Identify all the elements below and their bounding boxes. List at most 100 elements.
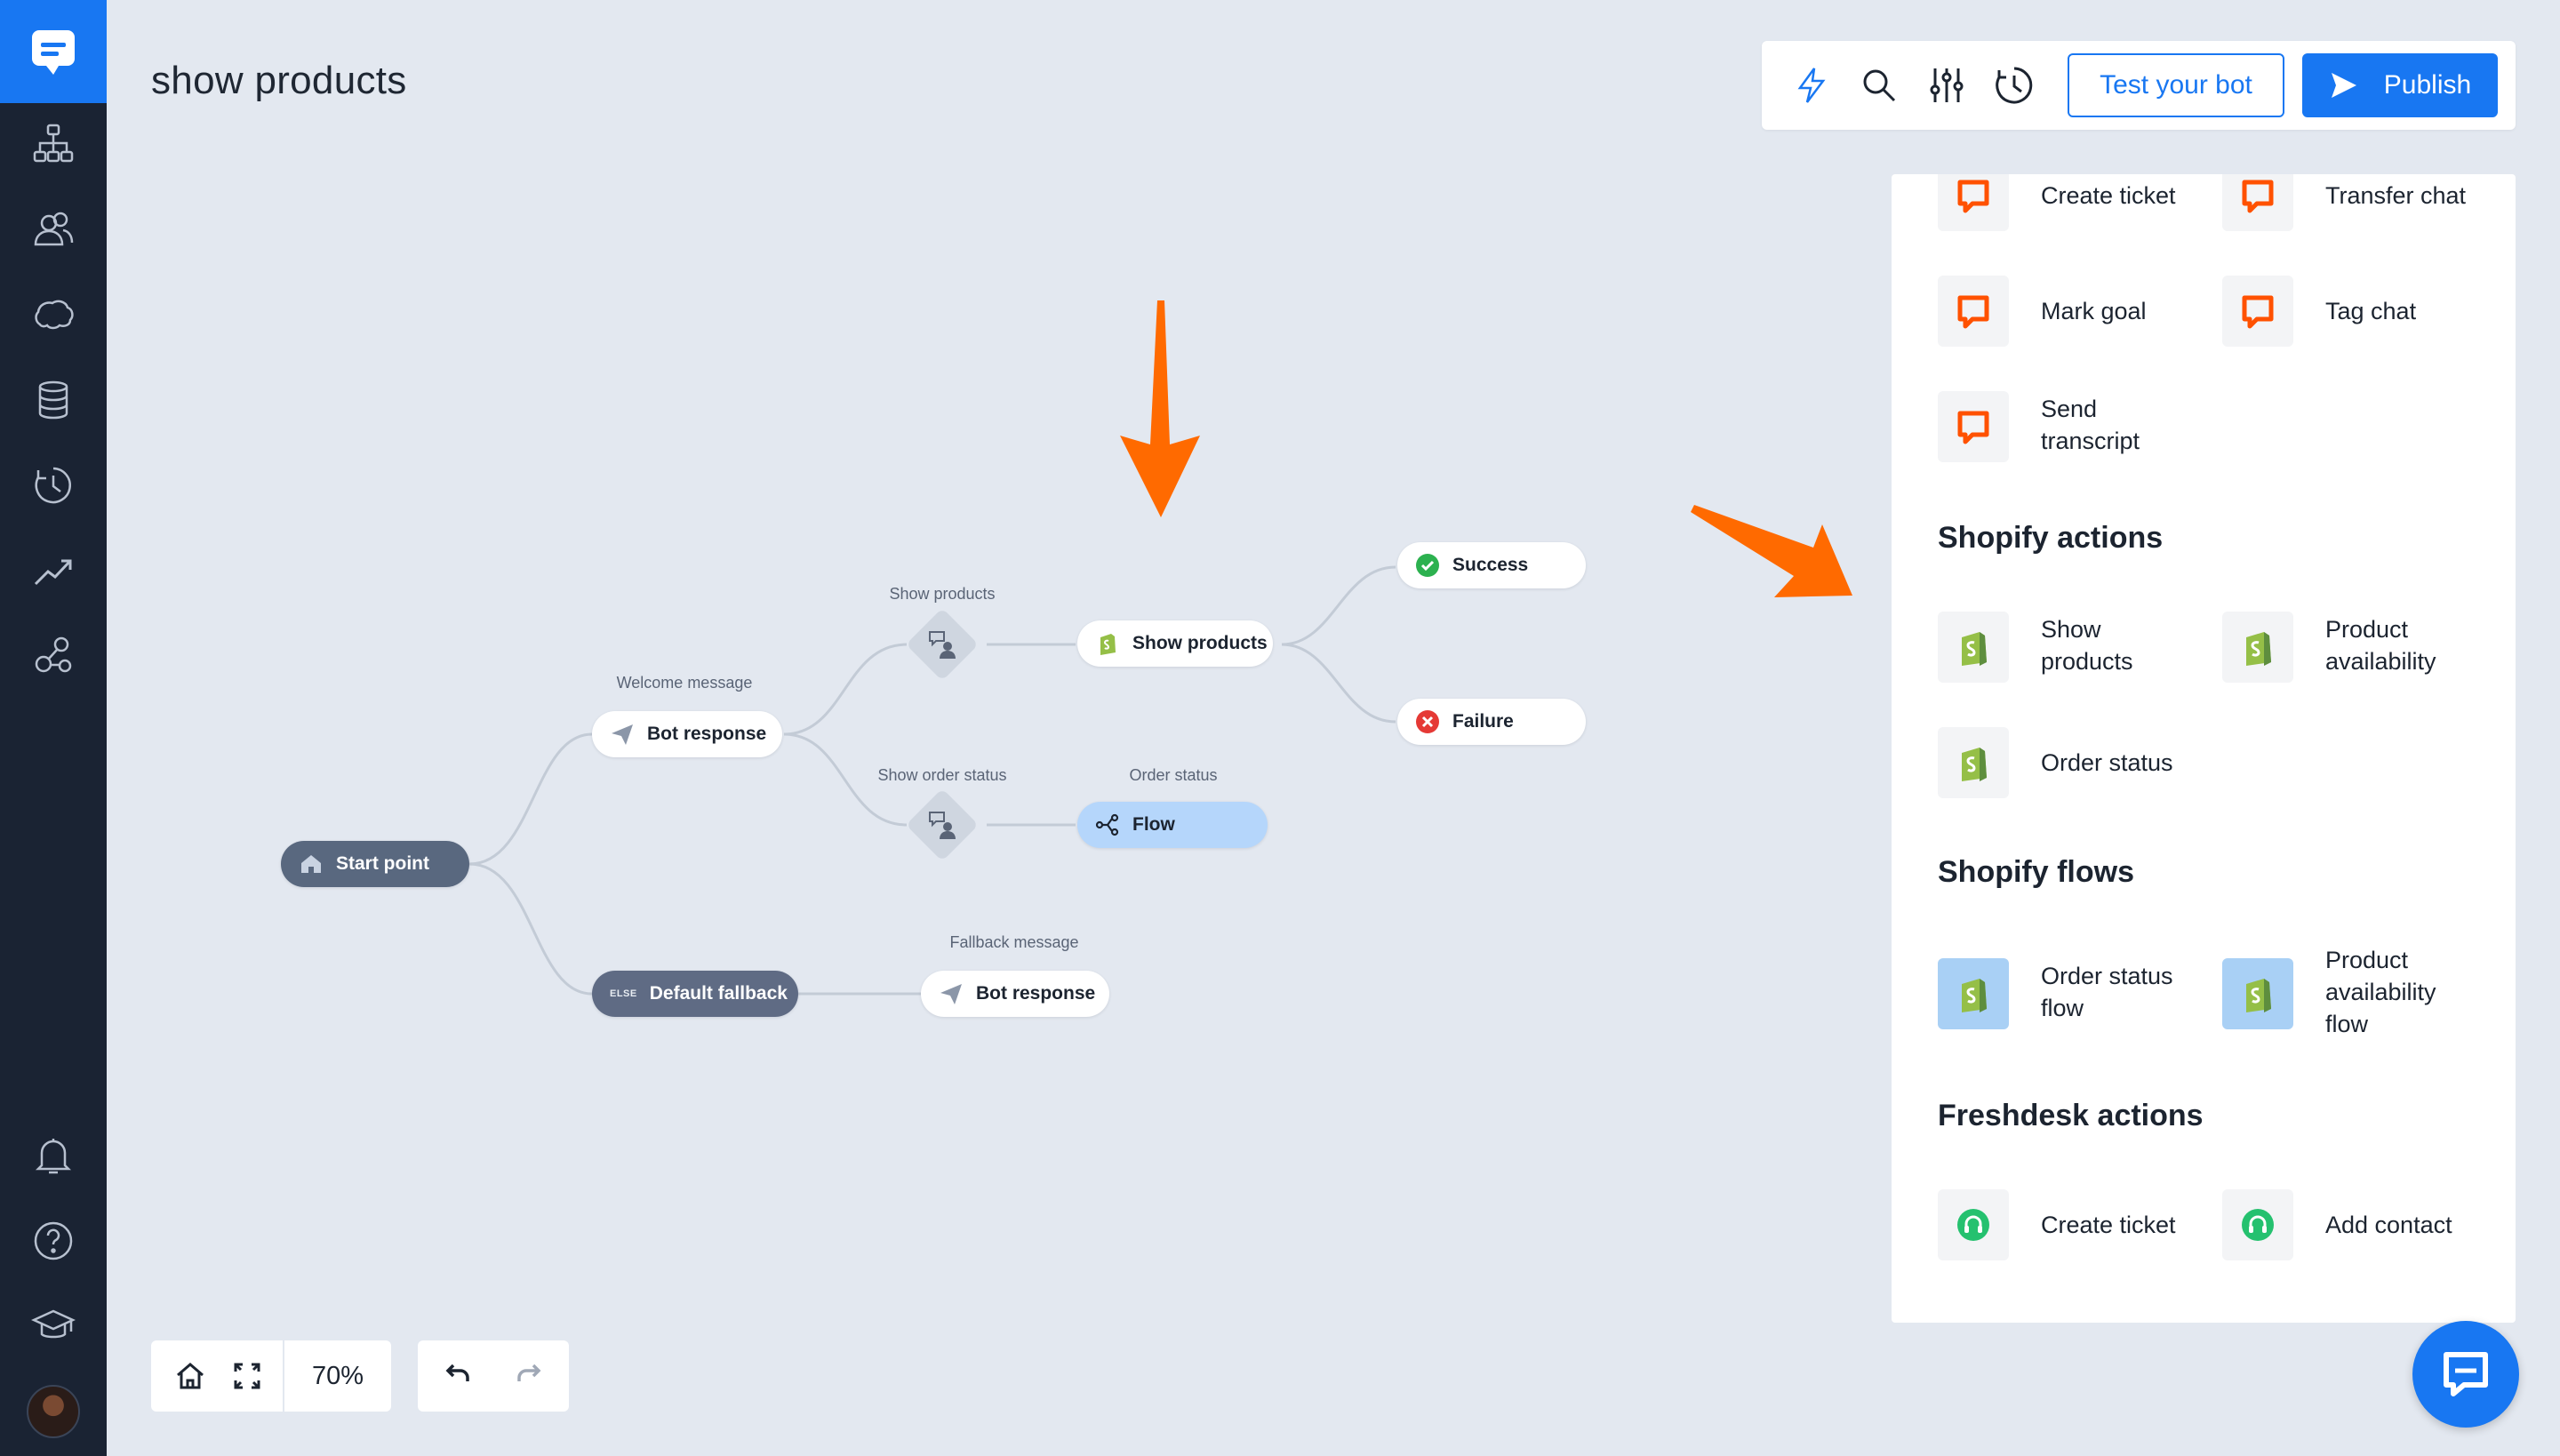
redo-icon[interactable] bbox=[505, 1351, 555, 1401]
fallback-caption: Fallback message bbox=[949, 933, 1079, 951]
check-circle-icon bbox=[1415, 553, 1440, 578]
node-label: Show products bbox=[1132, 633, 1268, 653]
history-icon[interactable] bbox=[1989, 60, 2039, 110]
freshdesk-icon bbox=[1938, 1189, 2009, 1260]
livechat-icon bbox=[2222, 174, 2293, 231]
divider bbox=[283, 1340, 284, 1412]
action-transfer-chat[interactable]: Transfer chat bbox=[2222, 174, 2507, 240]
welcome-caption: Welcome message bbox=[616, 674, 753, 692]
user-says-icon bbox=[929, 631, 956, 659]
page-title: show products bbox=[151, 59, 407, 102]
fit-screen-icon[interactable] bbox=[222, 1351, 272, 1401]
action-label: Create ticket bbox=[2041, 1212, 2176, 1238]
help-icon[interactable] bbox=[27, 1214, 80, 1268]
zoom-level[interactable]: 70% bbox=[311, 1361, 364, 1390]
annotation-arrow-right bbox=[1691, 505, 1852, 597]
action-label: Send transcript bbox=[2041, 396, 2140, 454]
home-icon bbox=[299, 852, 324, 876]
start-point-node[interactable]: Start point bbox=[281, 841, 469, 887]
fallback-bot-response-node[interactable]: Bot response bbox=[921, 971, 1109, 1017]
action-label: Order status bbox=[2041, 749, 2173, 776]
else-badge: ELSE bbox=[610, 988, 637, 999]
integrations-icon[interactable] bbox=[27, 629, 80, 683]
default-fallback-node[interactable]: ELSE Default fallback bbox=[592, 971, 798, 1017]
history-icon[interactable] bbox=[27, 459, 80, 512]
action-label: Product availability bbox=[2325, 616, 2436, 675]
action-label: Transfer chat bbox=[2325, 182, 2467, 209]
home-icon[interactable] bbox=[165, 1351, 215, 1401]
shopify-icon bbox=[1938, 612, 2009, 683]
action-label: Create ticket bbox=[2041, 182, 2176, 209]
annotation-arrow-down bbox=[1120, 300, 1200, 517]
freshdesk-icon bbox=[2222, 1189, 2293, 1260]
action-create-ticket[interactable]: Create ticket bbox=[1938, 174, 2222, 240]
action-label: Add contact bbox=[2325, 1212, 2452, 1238]
show-products-caption: Show products bbox=[889, 585, 996, 603]
flow-icon bbox=[1095, 812, 1120, 837]
send-icon bbox=[2331, 73, 2356, 98]
audience-icon[interactable] bbox=[27, 203, 80, 256]
reports-icon[interactable] bbox=[27, 544, 80, 597]
history-controls bbox=[418, 1340, 569, 1412]
action-label: Mark goal bbox=[2041, 298, 2147, 324]
freshdesk-add-contact[interactable]: Add contact bbox=[2222, 1189, 2507, 1269]
shopify-icon bbox=[2222, 958, 2293, 1029]
chat-icon bbox=[2444, 1352, 2488, 1396]
filters-icon[interactable] bbox=[1922, 60, 1972, 110]
chatbot-logo-icon[interactable] bbox=[0, 0, 107, 103]
node-label: Start point bbox=[336, 853, 429, 874]
search-icon[interactable] bbox=[1854, 60, 1904, 110]
show-products-action-node[interactable]: Show products bbox=[1077, 620, 1273, 667]
success-node[interactable]: Success bbox=[1397, 542, 1586, 588]
flow-order-status[interactable]: Order status flow bbox=[1938, 958, 2222, 1038]
action-tag-chat[interactable]: Tag chat bbox=[2222, 276, 2507, 356]
flow-label: Order status flow bbox=[2041, 963, 2173, 1021]
node-label: Failure bbox=[1452, 711, 1514, 732]
avatar[interactable] bbox=[27, 1385, 80, 1438]
node-label: Bot response bbox=[976, 983, 1096, 1004]
section-title-freshdesk: Freshdesk actions bbox=[1938, 1099, 2204, 1132]
zoom-controls: 70% bbox=[151, 1340, 391, 1412]
shopify-icon bbox=[1938, 727, 2009, 798]
chat-widget-button[interactable] bbox=[2412, 1321, 2519, 1428]
undo-icon[interactable] bbox=[432, 1351, 482, 1401]
shopify-icon bbox=[1938, 958, 2009, 1029]
flow-node[interactable]: Flow bbox=[1077, 802, 1268, 848]
publish-button[interactable]: Publish bbox=[2302, 53, 2498, 117]
stories-icon[interactable] bbox=[27, 117, 80, 171]
action-label: Tag chat bbox=[2325, 298, 2417, 324]
section-title-shopify-actions: Shopify actions bbox=[1938, 521, 2164, 555]
failure-node[interactable]: Failure bbox=[1397, 699, 1586, 745]
action-product-availability[interactable]: Product availability bbox=[2222, 612, 2507, 692]
flow-product-availability[interactable]: Product availability flow bbox=[2222, 947, 2507, 1065]
notifications-icon[interactable] bbox=[27, 1129, 80, 1182]
sidebar bbox=[0, 0, 107, 1456]
freshdesk-create-ticket[interactable]: Create ticket bbox=[1938, 1189, 2222, 1269]
shopify-icon bbox=[2222, 612, 2293, 683]
action-show-products[interactable]: Show products bbox=[1938, 612, 2222, 692]
knowledge-base-icon[interactable] bbox=[27, 373, 80, 427]
action-order-status[interactable]: Order status bbox=[1938, 727, 2222, 807]
training-icon[interactable] bbox=[27, 288, 80, 341]
livechat-icon bbox=[1938, 391, 2009, 462]
node-label: Bot response bbox=[647, 724, 767, 744]
error-circle-icon bbox=[1415, 709, 1440, 734]
show-order-status-caption: Show order status bbox=[877, 766, 1007, 784]
node-label: Success bbox=[1452, 555, 1529, 575]
livechat-icon bbox=[1938, 174, 2009, 231]
test-bot-button[interactable]: Test your bot bbox=[2068, 53, 2284, 117]
send-icon bbox=[939, 981, 964, 1006]
action-label: Show products bbox=[2041, 616, 2133, 675]
livechat-icon bbox=[1938, 276, 2009, 347]
livechat-icon bbox=[2222, 276, 2293, 347]
node-label: Flow bbox=[1132, 814, 1175, 835]
academy-icon[interactable] bbox=[27, 1300, 80, 1353]
action-send-transcript[interactable]: Send transcript bbox=[1938, 391, 2222, 471]
user-says-icon bbox=[929, 812, 956, 839]
publish-label: Publish bbox=[2383, 70, 2472, 100]
welcome-bot-response-node[interactable]: Bot response bbox=[592, 711, 782, 757]
action-mark-goal[interactable]: Mark goal bbox=[1938, 276, 2222, 356]
flow-label: Product availability flow bbox=[2325, 947, 2436, 1037]
lightning-icon[interactable] bbox=[1787, 60, 1836, 110]
order-status-caption: Order status bbox=[1129, 766, 1218, 784]
